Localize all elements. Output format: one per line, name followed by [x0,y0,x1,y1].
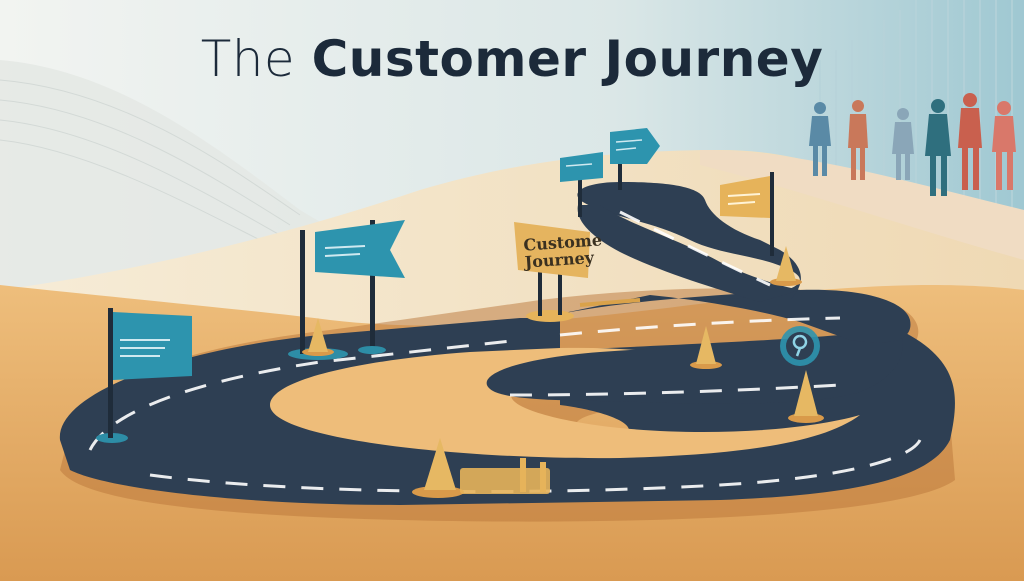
person-4 [925,99,951,196]
person-1 [809,102,831,176]
road-inner-ground [270,347,860,459]
flag-left [96,308,192,443]
cone-3 [690,326,722,369]
person-3 [892,108,914,180]
walkway [700,150,1024,260]
journey-signboard [514,222,641,322]
cone-1 [302,318,334,356]
left-wave [0,60,560,300]
title-part-a: The [200,30,296,88]
road-mid-curve [540,289,911,343]
road-upper-band [577,205,800,302]
traffic-cones [302,246,824,498]
signboard-text: Custome Journey [523,230,604,271]
person-5 [958,93,982,190]
wave-lines [0,79,301,246]
flag-top-pair [560,128,660,217]
walking-people [809,93,1016,196]
person-6 [992,101,1016,190]
flag-right-gold [720,172,774,256]
title-part-b: Customer Journey [311,30,824,88]
page-title: The Customer Journey [0,30,1024,88]
cone-5 [770,246,802,286]
cone-2 [412,438,464,498]
location-pin-icon [780,326,820,366]
ground-signpost [460,458,550,494]
person-2 [848,100,868,180]
road-upper-winding [577,182,801,300]
cone-4 [788,370,824,423]
